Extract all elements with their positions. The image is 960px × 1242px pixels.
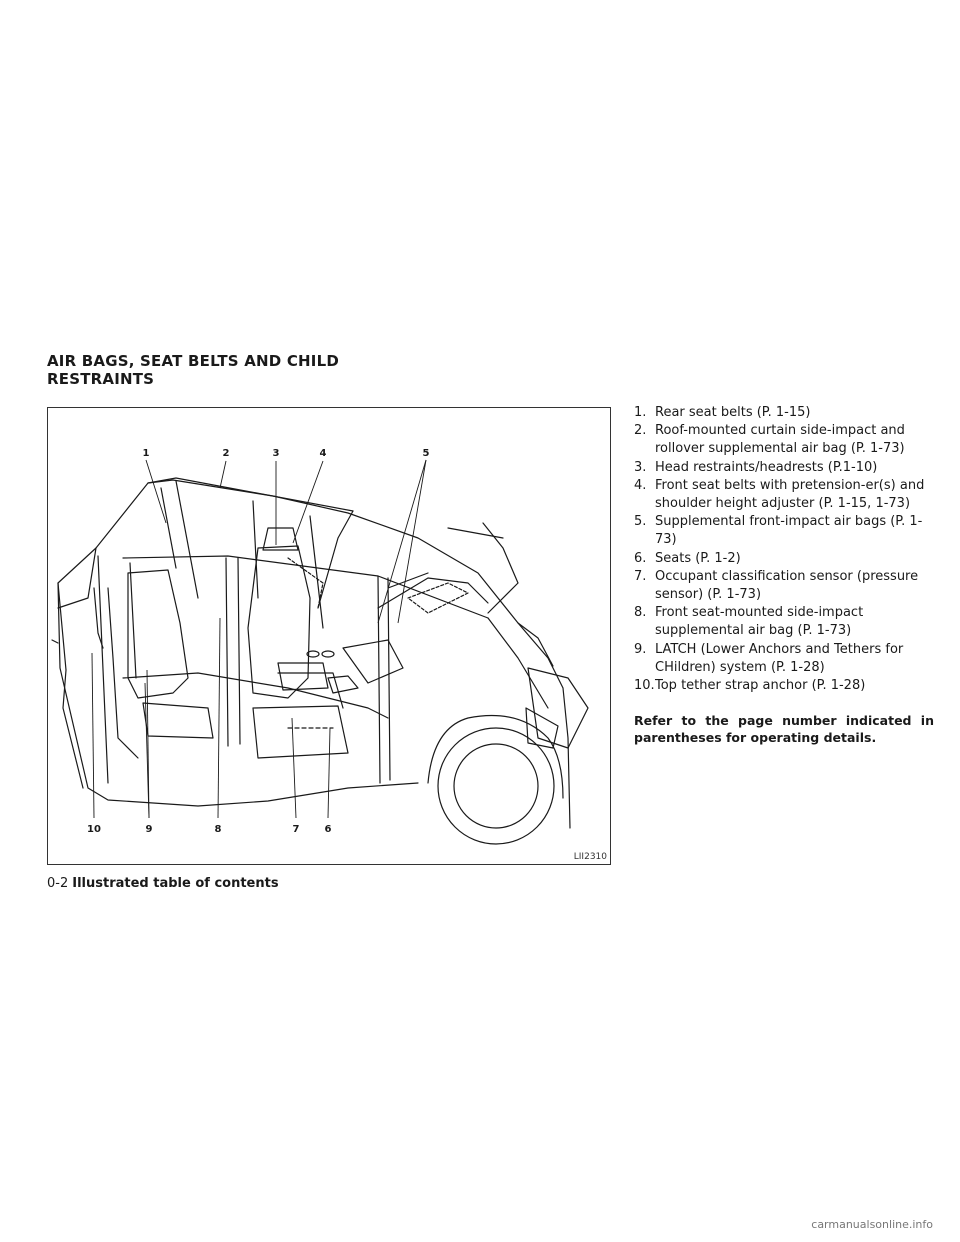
callout-8: 8 xyxy=(215,824,222,835)
legend-number: 3. xyxy=(634,459,647,475)
legend-text: Top tether strap anchor (P. 1-28) xyxy=(655,678,866,694)
callout-2: 2 xyxy=(223,448,230,459)
legend-text: Roof-mounted curtain side-impact and rol… xyxy=(655,423,905,457)
legend-text: Occupant classification sensor (pressure… xyxy=(655,568,919,603)
legend-list: 1. Rear seat belts (P. 1-15) 2. Roof-mount… xyxy=(634,404,934,695)
legend-number: 2. xyxy=(634,423,647,439)
legend-number: 4. xyxy=(634,477,647,493)
footer-title: Illustrated table of contents xyxy=(72,876,279,891)
legend-item: 2. Roof-mounted curtain side-impact and r… xyxy=(634,422,934,458)
section-title-line-1: AIR BAGS, SEAT BELTS AND CHILD xyxy=(47,352,339,370)
vehicle-illustration: 1 2 3 4 5 10 9 8 7 6 LII2310 xyxy=(47,407,611,865)
legend-item: 5. Supplemental front-impact air bags (P.… xyxy=(634,513,934,549)
legend-number: 5. xyxy=(634,514,647,530)
vehicle-line-drawing: 1 2 3 4 5 10 9 8 7 6 xyxy=(51,448,589,845)
legend-text: Head restraints/headrests (P.1-10) xyxy=(655,459,878,475)
legend-item: 3. Head restraints/headrests (P.1-10) xyxy=(634,459,934,477)
callout-1: 1 xyxy=(143,448,150,459)
legend-item: 6. Seats (P. 1-2) xyxy=(634,550,934,568)
page-number: 0-2 xyxy=(47,876,69,891)
operating-details-note: Refer to the page number indicated in pa… xyxy=(634,713,934,745)
section-title-line-2: RESTRAINTS xyxy=(47,370,155,388)
callout-3: 3 xyxy=(273,448,280,459)
legend-item: 7. Occupant classification sensor (pressu… xyxy=(634,568,934,604)
legend-number: 8. xyxy=(634,605,647,621)
callout-5: 5 xyxy=(423,448,430,459)
callout-10: 10 xyxy=(87,824,101,835)
legend-text: Front seat-mounted side-impact supplemen… xyxy=(655,605,864,639)
legend-text: LATCH (Lower Anchors and Tethers for CHi… xyxy=(655,641,904,675)
legend-item: 10.Top tether strap anchor (P. 1-28) xyxy=(634,677,934,695)
section-title: AIR BAGS, SEAT BELTS AND CHILD RESTRAINT… xyxy=(47,352,447,388)
legend-item: 4. Front seat belts with pretension-er(s)… xyxy=(634,477,934,513)
callout-6: 6 xyxy=(325,824,332,835)
legend-text: Rear seat belts (P. 1-15) xyxy=(655,405,811,420)
legend-text: Seats (P. 1-2) xyxy=(655,550,741,566)
legend-number: 6. xyxy=(634,550,647,566)
legend-item: 8. Front seat-mounted side-impact supplem… xyxy=(634,604,934,640)
callout-9: 9 xyxy=(146,824,153,835)
legend-text: Supplemental front-impact air bags (P. 1… xyxy=(655,514,923,548)
figure-id: LII2310 xyxy=(573,852,607,862)
legend-number: 10. xyxy=(634,678,655,694)
legend-number: 7. xyxy=(634,568,647,584)
legend-item: 9. LATCH (Lower Anchors and Tethers for C… xyxy=(634,641,934,677)
legend-number: 1. xyxy=(634,405,647,420)
legend-item: 1. Rear seat belts (P. 1-15) xyxy=(634,404,934,422)
legend-number: 9. xyxy=(634,641,647,657)
callout-4: 4 xyxy=(320,448,327,459)
legend-text: Front seat belts with pretension-er(s) a… xyxy=(655,477,925,512)
callout-7: 7 xyxy=(293,824,300,835)
watermark: carmanualsonline.info xyxy=(811,1218,933,1231)
